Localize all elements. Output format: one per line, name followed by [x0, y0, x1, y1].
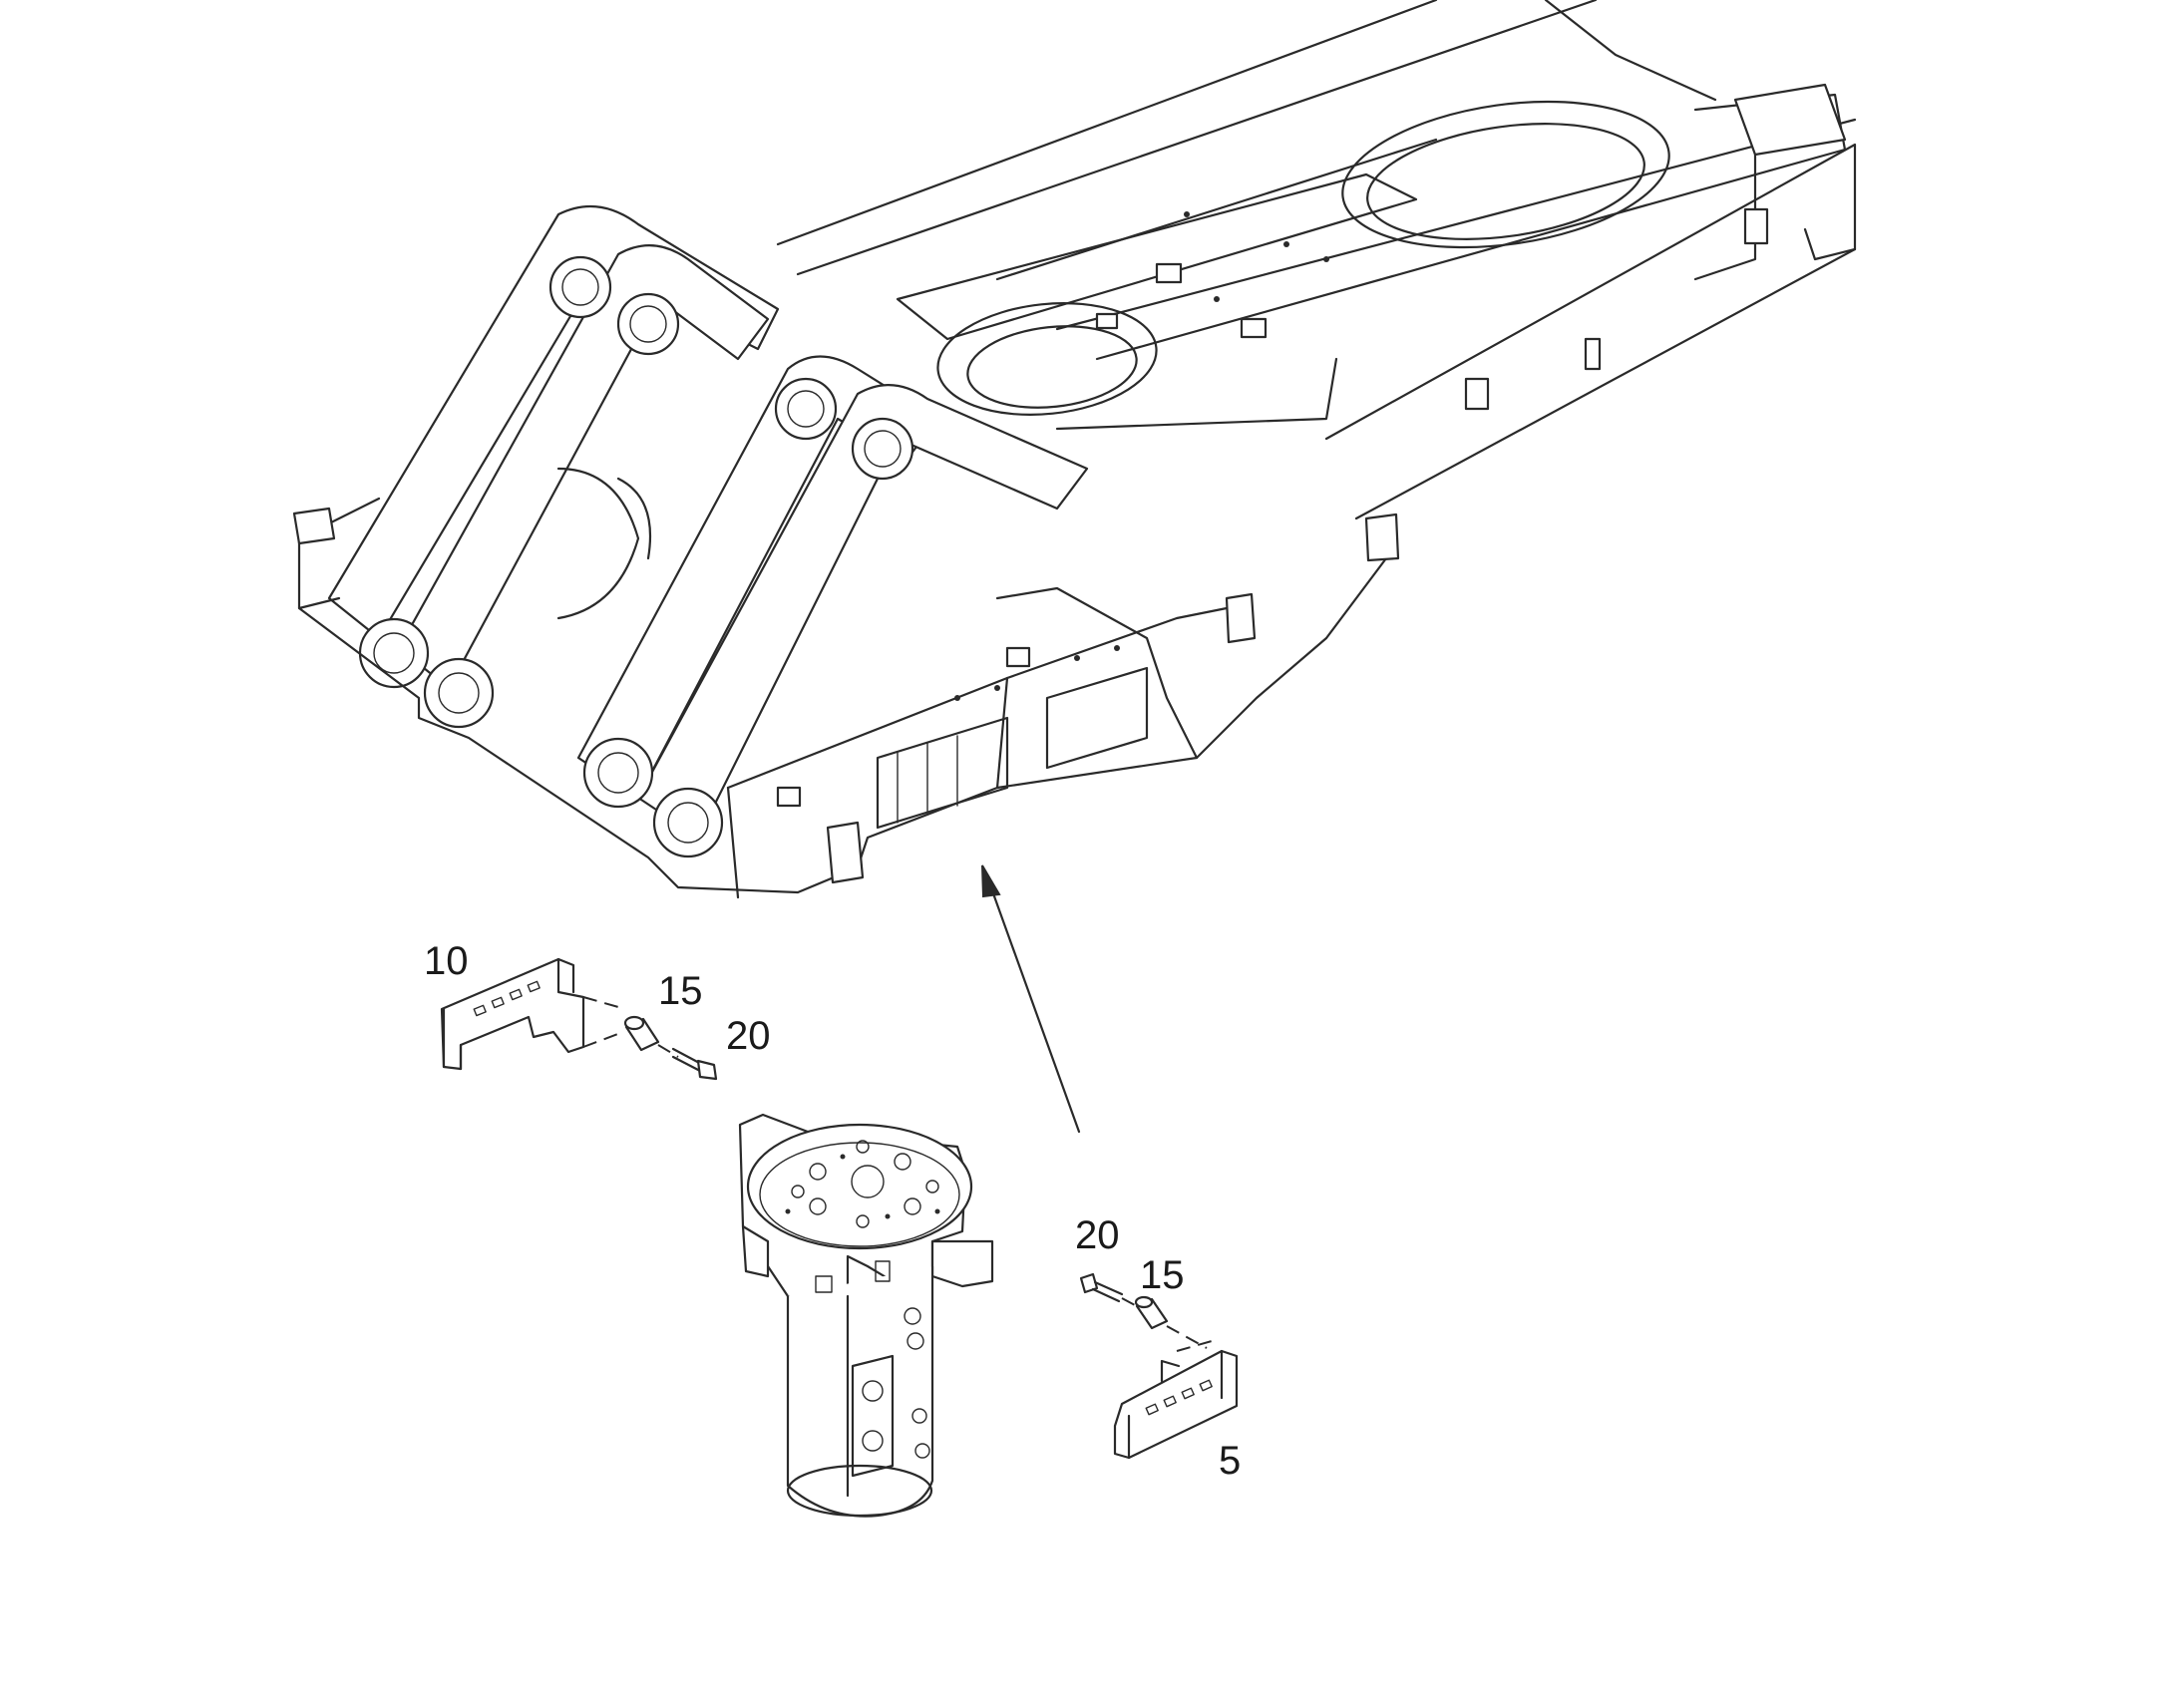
spacer-left	[623, 1015, 679, 1058]
main-frame	[292, 0, 1857, 899]
bracket-left	[440, 957, 624, 1071]
callout-15-right: 15	[1140, 1253, 1185, 1297]
spacer-right	[1134, 1295, 1208, 1349]
assembly-arrow	[981, 864, 1081, 1134]
callout-5: 5	[1219, 1439, 1241, 1483]
swivel-assembly	[738, 1113, 994, 1518]
bracket-right	[1113, 1340, 1239, 1460]
callout-20-left: 20	[726, 1014, 771, 1058]
callout-20-right: 20	[1075, 1213, 1120, 1257]
callout-15-left: 15	[658, 969, 703, 1013]
bolt-right	[1079, 1272, 1138, 1307]
bolt-left	[671, 1047, 718, 1081]
callout-10: 10	[424, 939, 469, 983]
